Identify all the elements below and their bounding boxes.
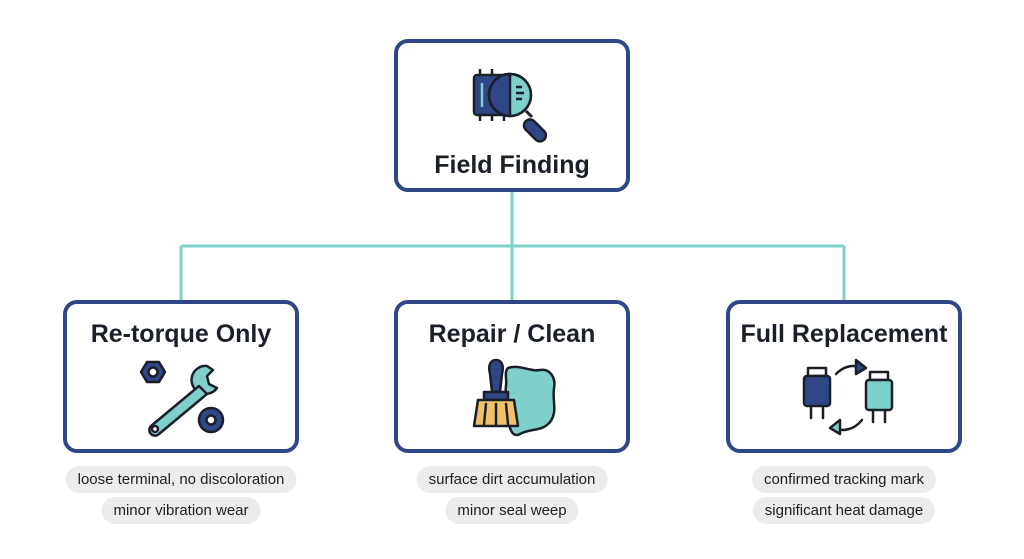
branch-card-full-replacement: Full Replacement: [726, 300, 962, 453]
component-swap-icon: [802, 358, 894, 436]
condition-tag: loose terminal, no discoloration: [65, 466, 297, 493]
condition-tag: surface dirt accumulation: [416, 466, 608, 493]
branch-card-retorque: Re-torque Only: [63, 300, 299, 453]
condition-tag: significant heat damage: [752, 497, 936, 524]
wrench-and-nut-icon: [139, 360, 225, 437]
condition-tag: confirmed tracking mark: [751, 466, 937, 493]
branch-card-repair-clean: Repair / Clean: [394, 300, 630, 453]
brush-and-cloth-icon: [472, 358, 556, 437]
root-node-title: Field Finding: [434, 151, 590, 179]
branch-title-repair-clean: Repair / Clean: [428, 320, 596, 348]
condition-tag: minor vibration wear: [101, 497, 261, 524]
branch-title-retorque: Re-torque Only: [90, 320, 272, 348]
magnifier-over-chip-icon: [472, 69, 548, 143]
condition-tag: minor seal weep: [445, 497, 579, 524]
branch-title-full-replacement: Full Replacement: [740, 320, 948, 348]
root-node-card: Field Finding: [394, 39, 630, 192]
